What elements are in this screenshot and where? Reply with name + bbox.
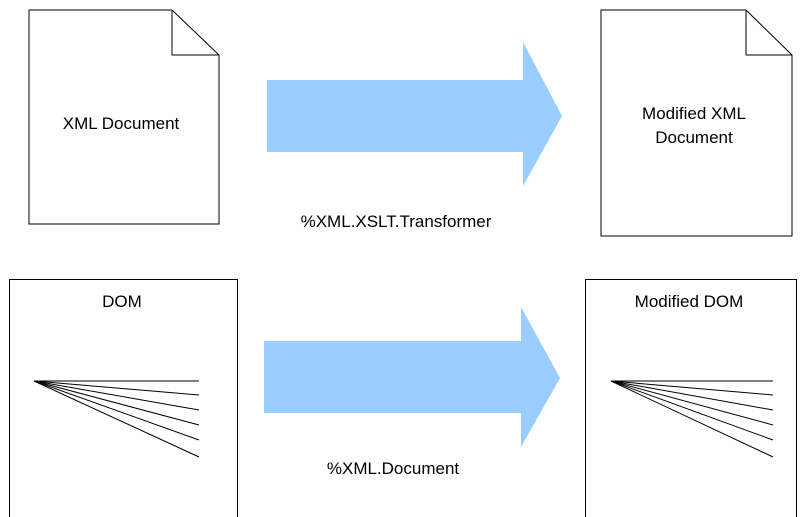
modified-dom-node: Modified DOM <box>585 279 797 517</box>
xslt-transformer-label: %XML.XSLT.Transformer <box>301 212 492 231</box>
document-transform-arrow <box>264 307 560 447</box>
dom-label: DOM <box>102 292 142 311</box>
modified-dom-label: Modified DOM <box>635 292 744 311</box>
modified-dom-tree-branch <box>610 380 774 396</box>
dom-node: DOM <box>9 279 238 517</box>
modified-dom-tree-branch <box>610 380 774 411</box>
modified-xml-document-label-line2: Document <box>655 128 733 147</box>
xslt-transform-arrow <box>267 42 562 186</box>
modified-dom-tree-branch <box>610 380 774 458</box>
xml-document-page-fold <box>171 10 219 56</box>
xml-document-node: XML Document <box>28 9 220 225</box>
dom-tree-branch <box>33 380 200 411</box>
modified-dom-tree-branch <box>610 380 774 441</box>
modified-dom-tree-icon <box>610 380 774 458</box>
modified-xml-document-label-line1: Modified XML <box>642 104 746 123</box>
modified-xml-document-page-icon <box>600 9 793 237</box>
modified-dom-tree-branch <box>610 380 774 426</box>
modified-xml-document-node: Modified XML Document <box>600 9 793 237</box>
dom-tree-branch <box>33 380 200 441</box>
modified-xml-document-page-fold <box>745 10 792 56</box>
modified-dom-box <box>585 279 797 517</box>
dom-tree-branch <box>33 380 200 426</box>
xml-document-class-label: %XML.Document <box>327 459 460 478</box>
dom-tree-branch <box>33 380 200 396</box>
dom-box <box>9 279 238 517</box>
dom-tree-branch <box>33 380 200 458</box>
xml-document-page-icon <box>28 9 220 225</box>
xml-document-label: XML Document <box>63 114 180 133</box>
dom-tree-icon <box>33 380 200 458</box>
